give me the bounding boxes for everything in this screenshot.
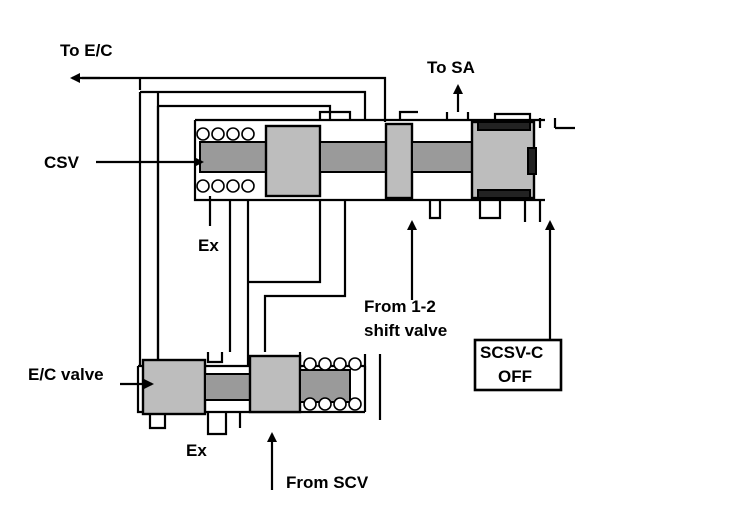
scsv-land bbox=[470, 120, 536, 200]
csv-land bbox=[264, 124, 322, 198]
label-ex-top: Ex bbox=[198, 236, 219, 255]
label-ex-bottom: Ex bbox=[186, 441, 207, 460]
label-from-12-line1: From 1-2 bbox=[364, 297, 436, 316]
ec-valve-spool bbox=[141, 354, 351, 416]
scsv-box bbox=[473, 338, 563, 392]
label-from-scv: From SCV bbox=[286, 473, 369, 492]
lower-spring bbox=[303, 357, 362, 411]
to-ec-passage bbox=[82, 76, 387, 122]
label-from-12-line2: shift valve bbox=[364, 321, 447, 340]
ec-land bbox=[141, 358, 207, 416]
label-scsv-line1: SCSV-C bbox=[480, 343, 543, 362]
upper-valve-body bbox=[193, 110, 545, 202]
label-ec-valve: E/C valve bbox=[28, 365, 104, 384]
label-scsv-line2: OFF bbox=[498, 367, 532, 386]
label-to-ec: To E/C bbox=[60, 41, 113, 60]
ec-land-2 bbox=[248, 354, 302, 414]
flow-arrows bbox=[70, 73, 555, 490]
diagram-labels: To E/C To SA CSV Ex From 1-2 shift valve… bbox=[28, 41, 543, 492]
shift-land bbox=[384, 122, 414, 200]
upper-spring bbox=[196, 127, 255, 193]
label-csv: CSV bbox=[44, 153, 80, 172]
csv-spool bbox=[199, 120, 537, 200]
label-to-sa: To SA bbox=[427, 58, 475, 77]
